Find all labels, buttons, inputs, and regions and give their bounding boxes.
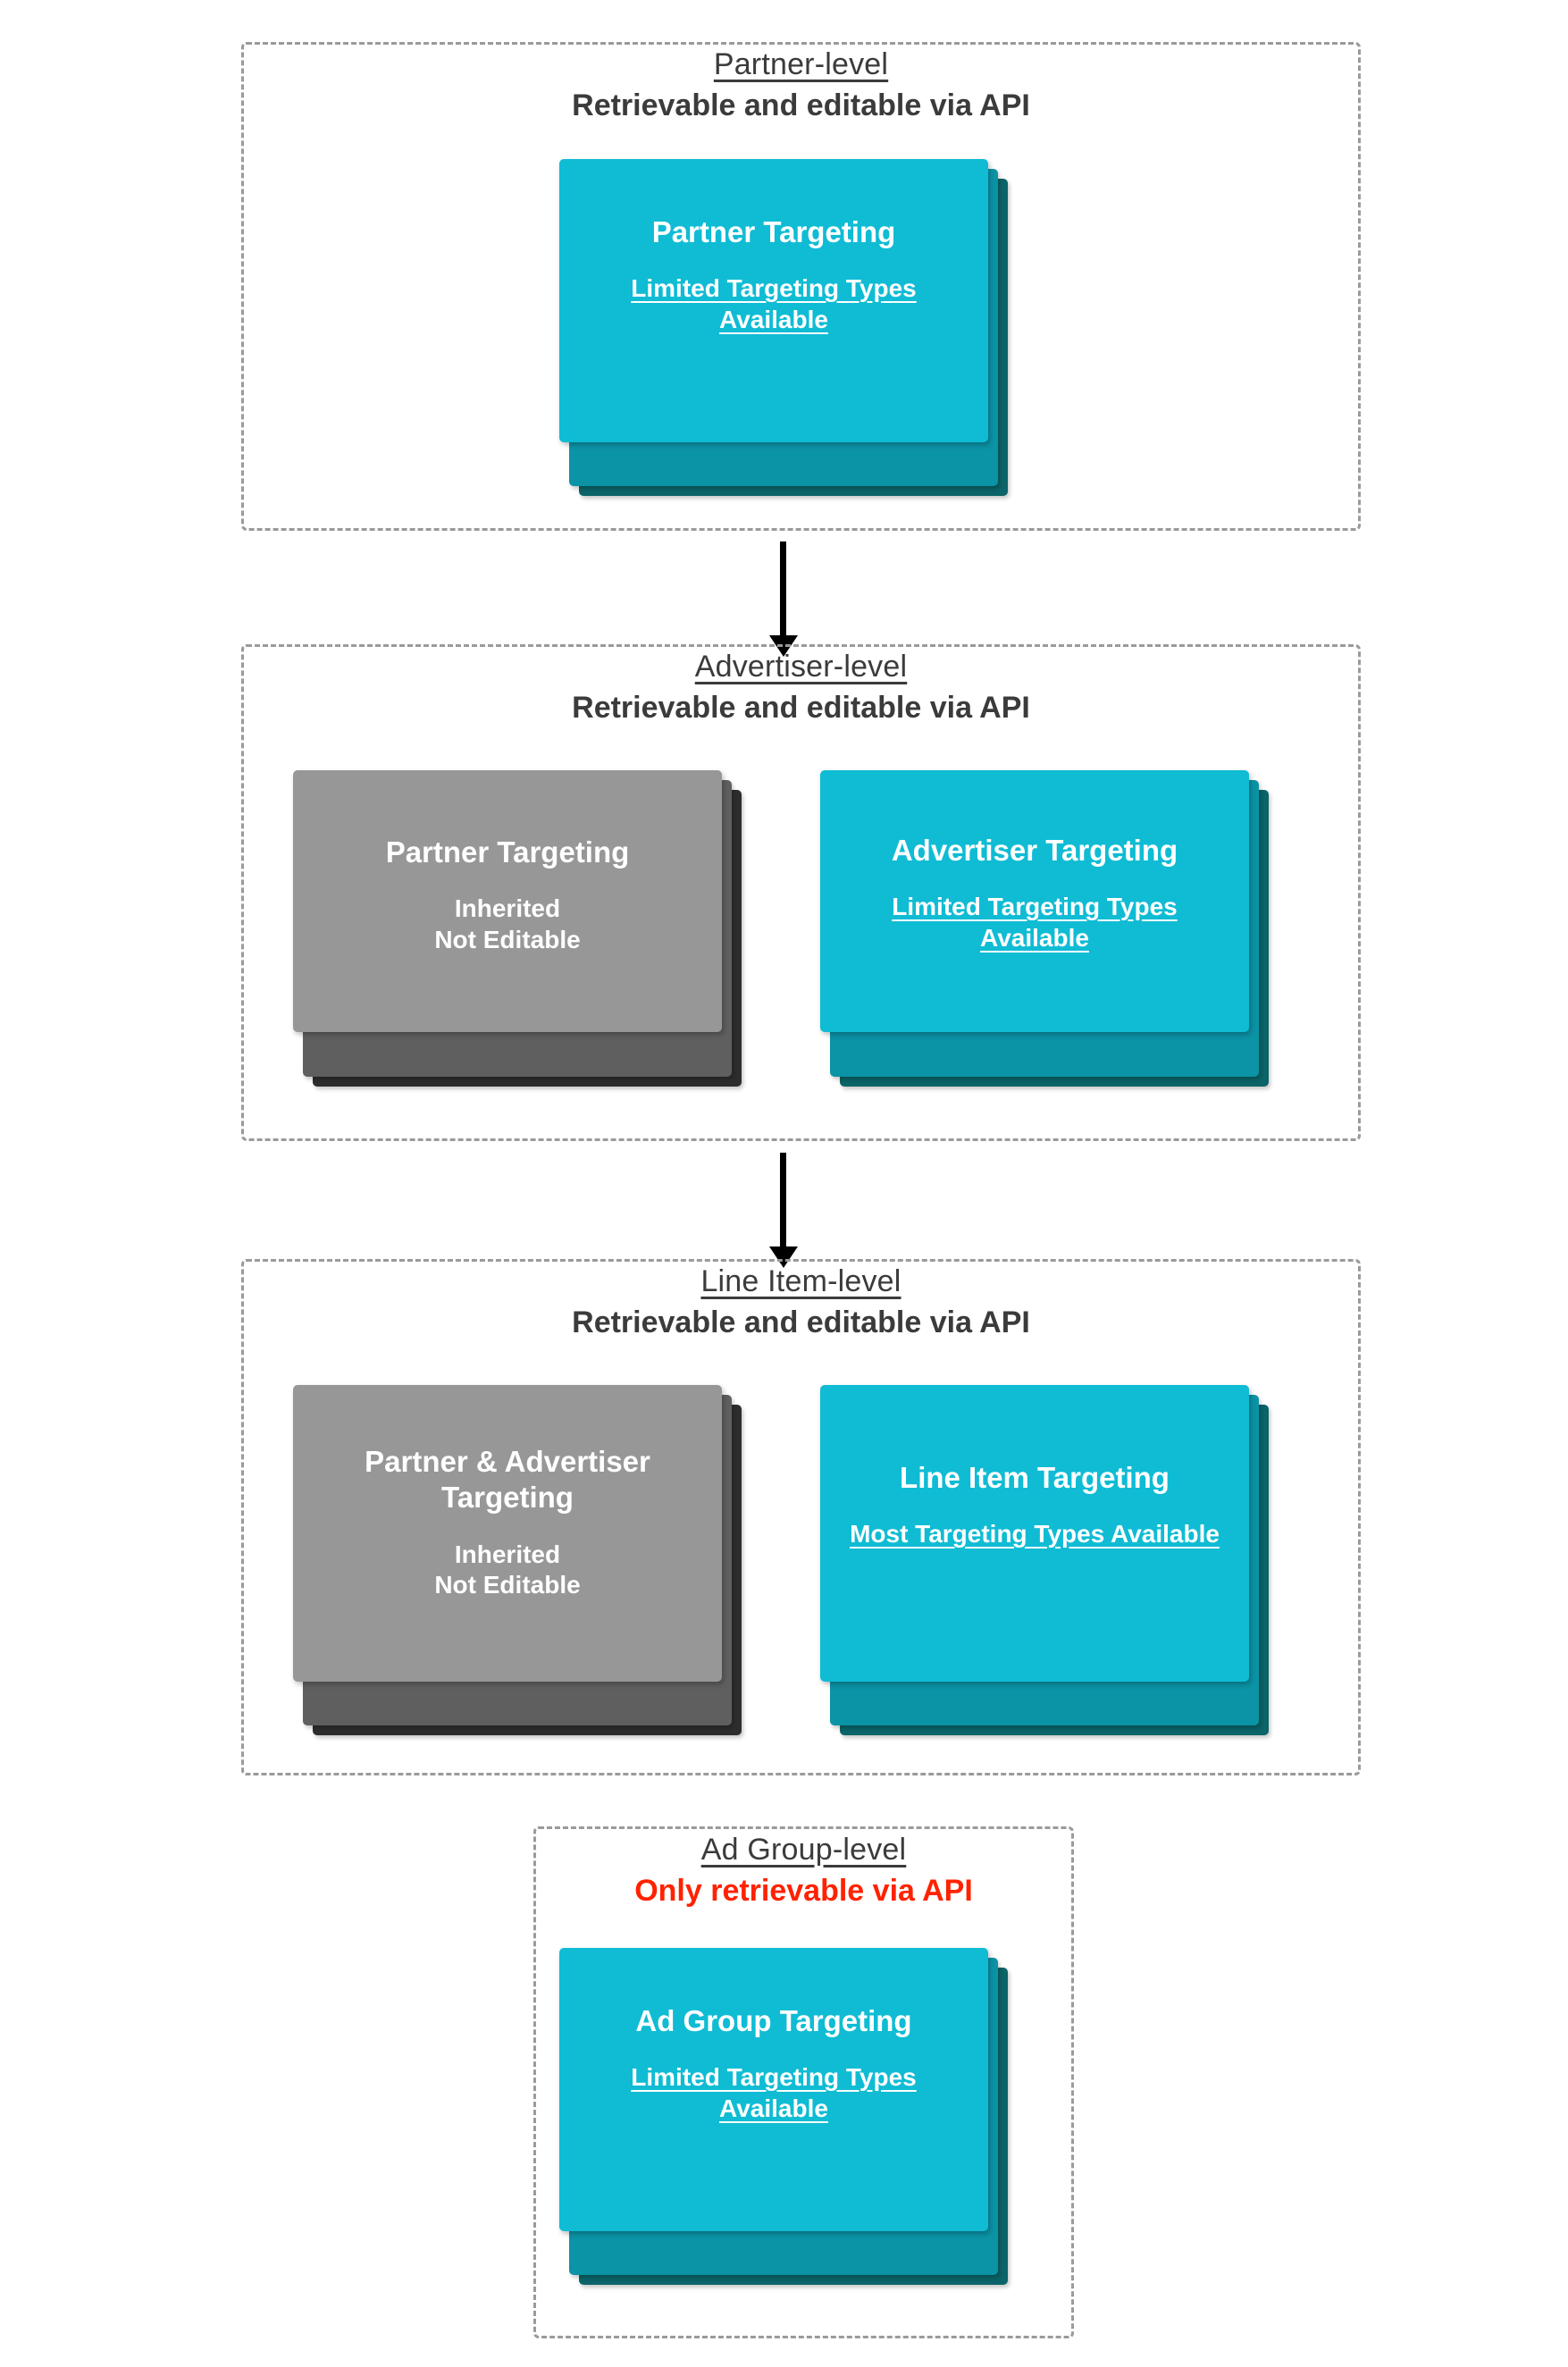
card-inherited-partner-targeting[interactable]: Partner Targeting Inherited Not Editable [293, 770, 722, 1032]
level-api-note-line-item: Retrievable and editable via API [572, 1305, 1030, 1340]
level-title-partner: Partner-level [713, 47, 889, 81]
card-title-partner-targeting: Partner Targeting [651, 215, 896, 248]
card-stack-ad-group-targeting: Ad Group Targeting Limited Targeting Typ… [559, 1948, 1015, 2301]
card-note-inherited-partner-targeting: Inherited Not Editable [434, 894, 581, 953]
card-title-line-item-targeting: Line Item Targeting [900, 1461, 1170, 1494]
card-title-advertiser-targeting: Advertiser Targeting [891, 834, 1178, 867]
card-ad-group-targeting[interactable]: Ad Group Targeting Limited Targeting Typ… [559, 1948, 988, 2231]
level-header-partner: Partner-level Retrievable and editable v… [241, 46, 1361, 123]
card-note-partner-targeting: Limited Targeting Types Available [631, 274, 917, 333]
card-stack-line-item-targeting: Line Item Targeting Most Targeting Types… [820, 1385, 1285, 1765]
card-inherited-partner-advertiser-targeting[interactable]: Partner & Advertiser Targeting Inherited… [293, 1385, 722, 1682]
level-box-advertiser [241, 644, 1361, 1141]
level-api-note-advertiser: Retrievable and editable via API [572, 691, 1030, 726]
card-line-item-targeting[interactable]: Line Item Targeting Most Targeting Types… [820, 1385, 1249, 1682]
card-stack-advertiser-inherited: Partner Targeting Inherited Not Editable [293, 770, 758, 1123]
card-note-advertiser-targeting: Limited Targeting Types Available [892, 893, 1178, 952]
card-stack-advertiser-targeting: Advertiser Targeting Limited Targeting T… [820, 770, 1285, 1123]
card-advertiser-targeting[interactable]: Advertiser Targeting Limited Targeting T… [820, 770, 1249, 1032]
level-box-ad-group [533, 1826, 1074, 2338]
card-stack-partner-targeting: Partner Targeting Limited Targeting Type… [559, 159, 1015, 512]
level-title-advertiser: Advertiser-level [694, 650, 908, 684]
level-title-ad-group: Ad Group-level [700, 1833, 907, 1867]
card-stack-line-item-inherited: Partner & Advertiser Targeting Inherited… [293, 1385, 758, 1765]
card-title-ad-group-targeting: Ad Group Targeting [635, 2004, 912, 2037]
level-box-line-item [241, 1259, 1361, 1775]
card-note-line-item-targeting: Most Targeting Types Available [850, 1520, 1220, 1549]
card-note-ad-group-targeting: Limited Targeting Types Available [631, 2063, 917, 2122]
level-api-note-partner: Retrievable and editable via API [572, 88, 1030, 123]
arrow-advertiser-to-line-item [780, 1153, 786, 1248]
level-header-ad-group: Ad Group-level Only retrievable via API [533, 1832, 1074, 1909]
card-title-inherited-partner-targeting: Partner Targeting [385, 835, 630, 869]
card-note-inherited-partner-advertiser-targeting: Inherited Not Editable [434, 1540, 581, 1599]
level-box-partner [241, 42, 1361, 531]
level-header-line-item: Line Item-level Retrievable and editable… [241, 1263, 1361, 1340]
level-api-note-ad-group: Only retrievable via API [634, 1874, 973, 1909]
arrow-partner-to-advertiser [780, 541, 786, 637]
card-title-inherited-partner-advertiser-targeting: Partner & Advertiser Targeting [365, 1445, 650, 1515]
level-header-advertiser: Advertiser-level Retrievable and editabl… [241, 649, 1361, 726]
card-partner-targeting[interactable]: Partner Targeting Limited Targeting Type… [559, 159, 988, 442]
level-title-line-item: Line Item-level [700, 1264, 901, 1298]
